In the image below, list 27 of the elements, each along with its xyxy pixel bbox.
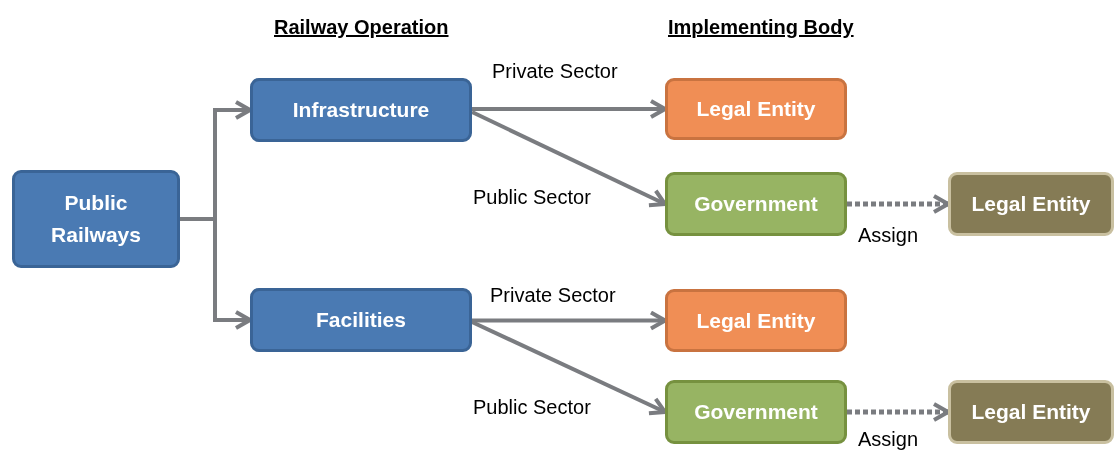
arrow: [472, 99, 667, 119]
arrow: [471, 320, 667, 416]
node-label: Legal Entity: [971, 191, 1091, 217]
arrow: [471, 110, 667, 208]
node-label: Government: [694, 399, 818, 425]
entity-box: [665, 289, 847, 352]
government-box: [665, 172, 847, 236]
arrow: [472, 310, 667, 331]
node-label: Government: [694, 191, 818, 217]
process-box: [250, 288, 472, 352]
arrow: [847, 194, 950, 214]
entity-box: [665, 78, 847, 140]
node-label: Infrastructure: [292, 97, 430, 123]
node-label: Public Railways: [50, 190, 142, 248]
column-heading: Railway Operation: [274, 16, 449, 39]
column-heading: Implementing Body: [668, 16, 854, 39]
entity-box: [948, 380, 1114, 444]
node-label: Facilities: [316, 307, 406, 333]
entity-box: [948, 172, 1114, 236]
node-label: Legal Entity: [696, 307, 816, 334]
government-box: [665, 380, 847, 444]
node-label: Legal Entity: [696, 96, 816, 122]
process-box: [250, 78, 472, 142]
arrow: [180, 217, 252, 330]
process-box: [12, 170, 180, 268]
arrow: [847, 402, 950, 422]
node-label: Legal Entity: [971, 399, 1091, 425]
